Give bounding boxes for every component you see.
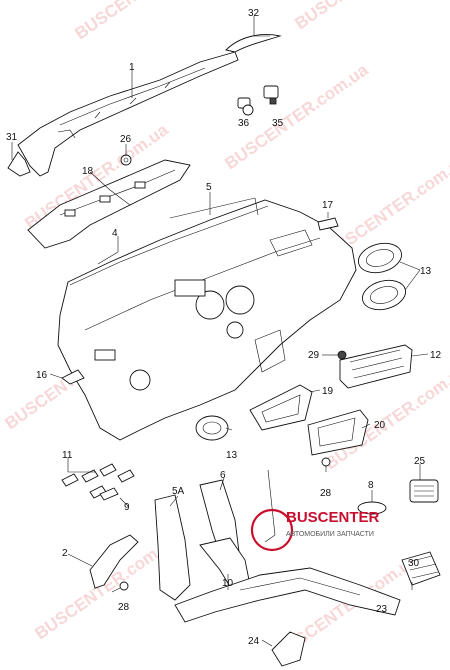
buscenter-logo: BUSCENTER АВТОМОБИЛИ ЗАПЧАСТИ (250, 508, 380, 552)
part-13-vent-upper (357, 242, 407, 311)
part-12-vent-housing (339, 344, 413, 389)
part-20-tray (307, 409, 369, 456)
callout-18: 18 (82, 166, 94, 177)
part-rod (264, 469, 276, 543)
callout-25: 25 (414, 456, 426, 467)
part-11-clips (61, 463, 135, 499)
callout-6: 6 (220, 470, 226, 481)
part-5a-duct (154, 494, 191, 601)
watermark-4: BUSCENTER.com.ua (221, 60, 372, 173)
part-28-screw-right (321, 457, 331, 472)
part-32-cap (225, 34, 282, 53)
leader-lines (11, 16, 429, 647)
logo-name: BUSCENTER (286, 509, 380, 526)
logo-tagline: АВТОМОБИЛИ ЗАПЧАСТИ (286, 531, 374, 538)
callout-10: 10 (222, 578, 234, 589)
callout-28-left: 28 (118, 602, 130, 613)
callout-20: 20 (374, 420, 386, 431)
callout-12: 12 (430, 350, 442, 361)
part-18-frame (27, 159, 191, 249)
callout-23: 23 (376, 604, 388, 615)
part-1-cowl-panel (17, 51, 239, 177)
part-35-sensor (263, 85, 279, 105)
callout-31: 31 (6, 132, 18, 143)
part-25-grille (409, 479, 439, 503)
callout-28-right: 28 (320, 488, 332, 499)
callout-36: 36 (238, 118, 250, 129)
part-36-sensor (237, 97, 254, 116)
part-9-clip (99, 487, 119, 501)
part-4-dashboard (57, 199, 357, 441)
part-24-cover (271, 631, 306, 667)
callout-5a: 5A (172, 486, 185, 497)
callout-9: 9 (124, 502, 130, 513)
callout-16: 16 (36, 370, 48, 381)
part-2-bracket (89, 534, 139, 589)
callout-4: 4 (112, 228, 118, 239)
callouts: 1 32 31 26 36 35 18 5 4 17 13 29 12 16 1… (6, 8, 442, 647)
part-19-tray (249, 384, 313, 431)
callout-30: 30 (408, 558, 420, 569)
callout-11: 11 (62, 450, 73, 461)
part-30-grille (401, 551, 441, 586)
callout-5: 5 (206, 182, 212, 193)
callout-29: 29 (308, 350, 320, 361)
callout-26: 26 (120, 134, 132, 145)
callout-2: 2 (62, 548, 68, 559)
part-13-vent-lower (195, 415, 229, 441)
part-16-clip (61, 369, 85, 385)
callout-13-lower: 13 (226, 450, 238, 461)
watermark-1: BUSCENTER.com.ua (71, 0, 222, 43)
part-26-nut (120, 154, 132, 166)
callout-8: 8 (368, 480, 374, 491)
callout-32: 32 (248, 8, 260, 19)
part-28-screw-left (111, 581, 129, 593)
logo-circle (250, 508, 294, 552)
callout-24: 24 (248, 636, 260, 647)
callout-13-upper: 13 (420, 266, 432, 277)
callout-19: 19 (322, 386, 334, 397)
watermark-2: BUSCENTER.com.ua (291, 0, 442, 33)
callout-17: 17 (322, 200, 334, 211)
callout-1: 1 (129, 62, 135, 73)
callout-35: 35 (272, 118, 284, 129)
part-29-clip (337, 350, 347, 360)
part-17-vent-cover (317, 217, 339, 231)
part-23-air-duct (174, 567, 401, 623)
part-31-clip (7, 151, 31, 177)
